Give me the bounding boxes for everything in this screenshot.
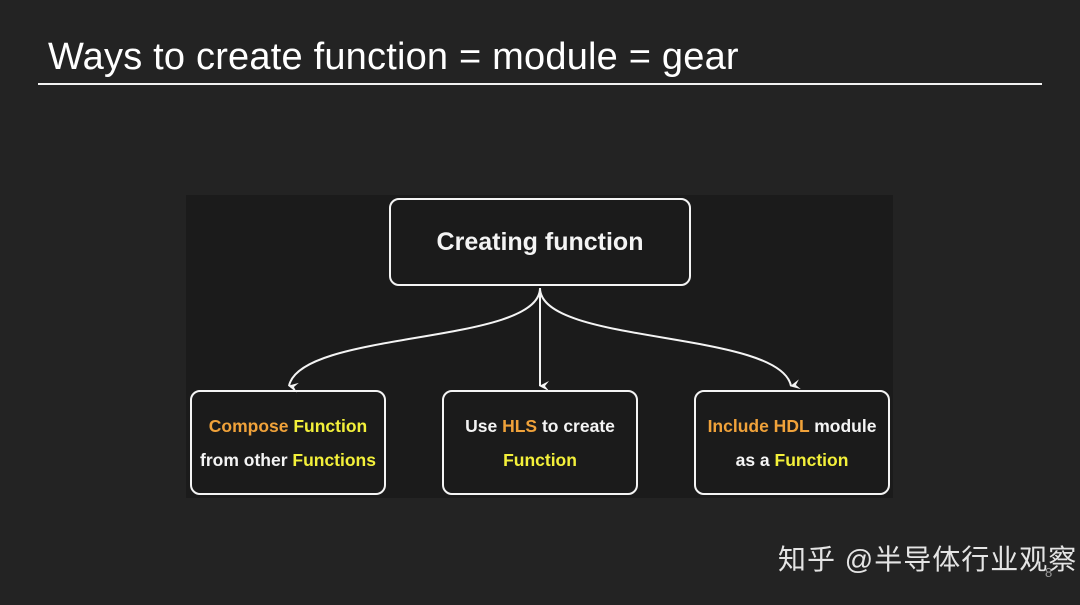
- child-text-segment: Use: [465, 415, 503, 436]
- child-text-segment: Function: [293, 415, 368, 436]
- child-text-segment: Compose: [208, 415, 294, 436]
- child-text-segment: Include HDL: [707, 415, 810, 436]
- child-node-line: Include HDL module: [708, 409, 877, 443]
- child-node-line: from other Functions: [200, 443, 376, 477]
- page-number: 8: [1045, 565, 1053, 580]
- child-node-line: Compose Function: [209, 409, 367, 443]
- connector-left: [288, 287, 541, 393]
- root-node-label: Creating function: [436, 227, 644, 256]
- child-node-line: as a Function: [736, 443, 849, 477]
- child-text-segment: Function: [503, 449, 577, 470]
- child-text-segment: Function: [774, 449, 849, 470]
- root-node: Creating function: [389, 198, 691, 286]
- child-text-segment: module: [809, 415, 877, 436]
- watermark: 知乎 @半导体行业观察: [778, 544, 1078, 575]
- connector-right: [539, 287, 801, 390]
- child-node-line: Function: [503, 443, 577, 477]
- child-node-compose: Compose Function from other Functions: [190, 390, 386, 495]
- title-underline: [38, 83, 1042, 85]
- child-text-segment: as a: [735, 449, 775, 470]
- child-node-hls: Use HLS to create Function: [442, 390, 638, 495]
- child-text-segment: to create: [537, 415, 615, 436]
- child-text-segment: HLS: [502, 415, 538, 436]
- child-node-hdl: Include HDL module as a Function: [694, 390, 890, 495]
- child-text-segment: Functions: [292, 449, 376, 470]
- child-text-segment: from other: [200, 449, 293, 470]
- child-node-line: Use HLS to create: [465, 409, 615, 443]
- slide-title: Ways to create function = module = gear: [48, 36, 739, 78]
